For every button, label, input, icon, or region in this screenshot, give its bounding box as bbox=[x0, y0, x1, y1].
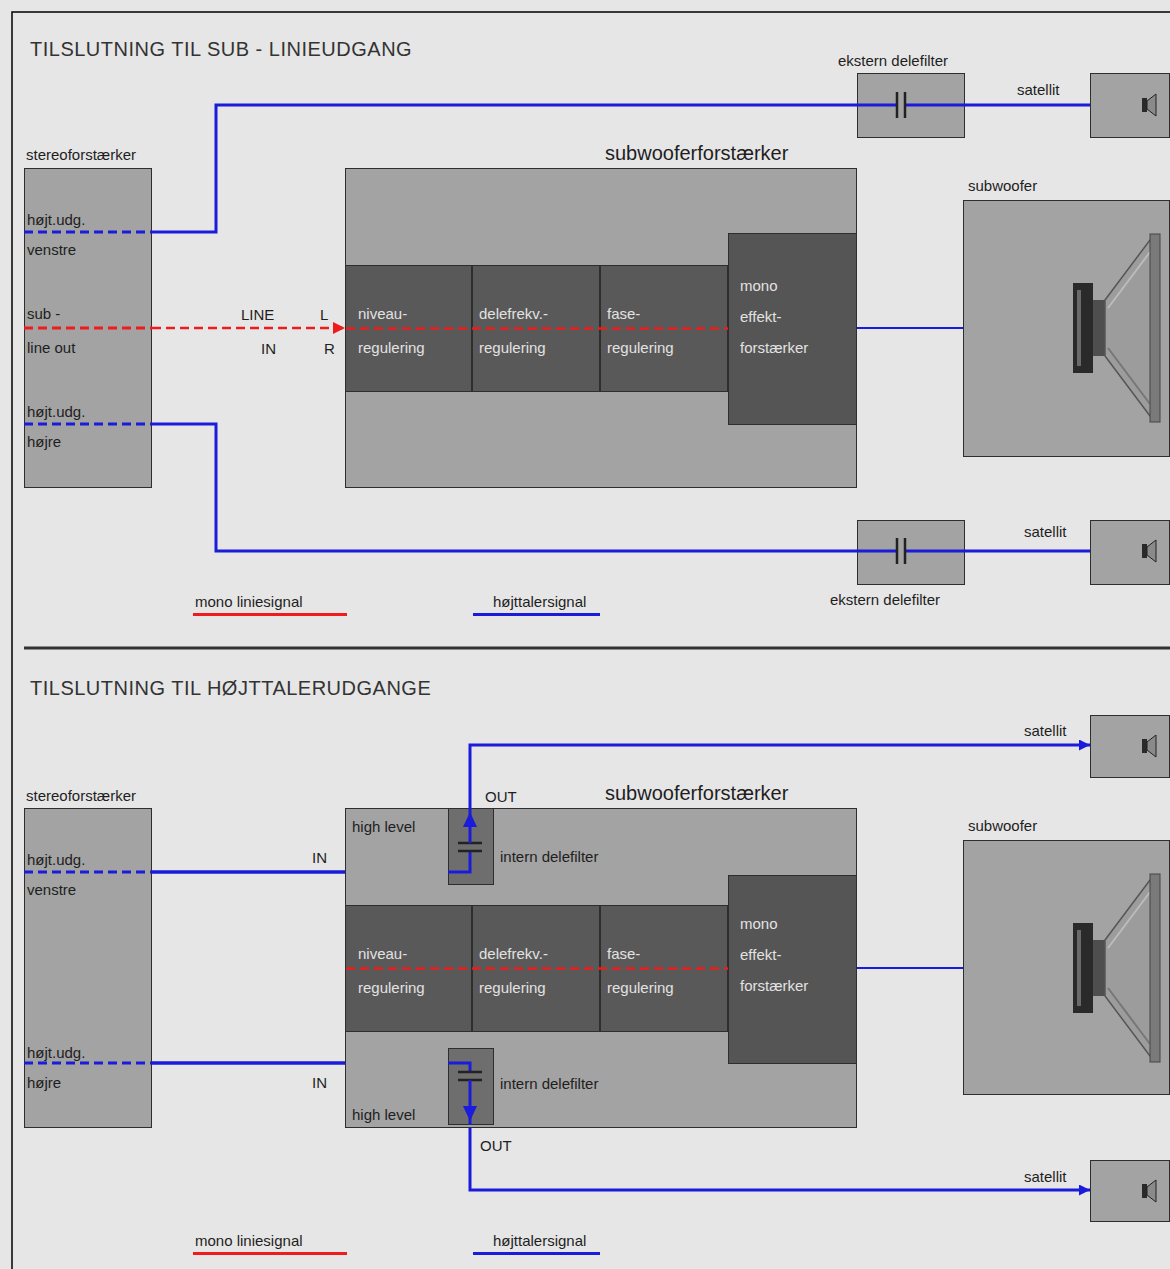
satellite-icon bbox=[1142, 735, 1156, 757]
speaker-signal-connector bbox=[965, 104, 1090, 107]
capacitor-symbol bbox=[448, 808, 482, 1125]
speaker-signal-connector bbox=[857, 967, 963, 969]
filter-box: ekstern delefilter bbox=[857, 520, 965, 585]
box-label: sub - line out bbox=[27, 297, 81, 365]
legend-swatch bbox=[193, 613, 347, 616]
subwoofer-box: subwoofer bbox=[963, 200, 1170, 457]
speaker-box: satellit bbox=[1090, 73, 1170, 138]
amplifier-block: mono effekt- forstærker bbox=[728, 875, 857, 1064]
signal-label: IN bbox=[312, 1073, 327, 1092]
box-label: stereoforstærker bbox=[26, 785, 136, 807]
control-block: niveau- regulering bbox=[345, 905, 472, 1032]
amplifier-box: subwooferforstærkerintern delefilternive… bbox=[345, 808, 857, 1128]
filter-box: ekstern delefilter bbox=[857, 73, 965, 138]
signal-label: OUT bbox=[480, 1136, 512, 1155]
diagram-title: TILSLUTNING TIL SUB - LINIEUDGANG bbox=[30, 38, 412, 61]
legend-text: højttalersignal bbox=[493, 592, 586, 612]
box-label: mono effekt- forstærker bbox=[740, 270, 814, 363]
box-label: satellit bbox=[1024, 1167, 1067, 1187]
legend-swatch bbox=[473, 613, 600, 616]
speaker-signal-connector bbox=[857, 327, 963, 329]
box-label: fase- regulering bbox=[607, 297, 697, 365]
speaker-signal-connector bbox=[470, 745, 1090, 808]
control-block: delefrekv.- regulering bbox=[472, 905, 600, 1032]
box-label: ekstern delefilter bbox=[830, 590, 940, 610]
box-label: højt.udg. venstre bbox=[27, 845, 93, 905]
speaker-signal-connector bbox=[965, 550, 1090, 553]
speaker-box: satellit bbox=[1090, 520, 1170, 585]
box-label: satellit bbox=[1024, 522, 1067, 542]
filter-box: intern delefilter bbox=[448, 1048, 494, 1125]
satellite-icon bbox=[1142, 540, 1156, 562]
signal-label: high level bbox=[352, 1105, 415, 1124]
signal-label: R bbox=[324, 339, 335, 358]
legend-swatch bbox=[193, 1252, 347, 1255]
divider bbox=[24, 647, 1170, 650]
box-label: subwooferforstærker bbox=[605, 782, 788, 805]
speaker-signal-connector bbox=[152, 1032, 352, 1063]
amplifier-block: mono effekt- forstærker bbox=[728, 233, 857, 425]
signal-label: IN bbox=[312, 848, 327, 867]
subwoofer-speaker bbox=[1073, 874, 1160, 1062]
box-label: højt.udg. venstre bbox=[27, 205, 93, 265]
box-label: niveau- regulering bbox=[358, 297, 448, 365]
box-label: højt.udg. højre bbox=[27, 397, 93, 457]
speaker-box: satellit bbox=[1090, 715, 1170, 778]
amplifier-box: stereoforstærkerhøjt.udg. venstrehøjt.ud… bbox=[24, 808, 152, 1128]
legend-text: højttalersignal bbox=[493, 1231, 586, 1251]
legend-text: mono liniesignal bbox=[195, 592, 303, 612]
speaker-signal-connector bbox=[470, 1125, 1090, 1190]
filter-box: intern delefilter bbox=[448, 808, 494, 885]
control-block: niveau- regulering bbox=[345, 265, 472, 392]
box-label: ekstern delefilter bbox=[838, 51, 948, 71]
control-block: fase- regulering bbox=[600, 265, 728, 392]
control-block: delefrekv.- regulering bbox=[472, 265, 600, 392]
capacitor-symbol bbox=[857, 92, 965, 564]
satellite-icon bbox=[1142, 1180, 1156, 1202]
box-label: delefrekv.- regulering bbox=[479, 937, 569, 1005]
signal-label: LINE bbox=[241, 305, 274, 324]
amplifier-box: stereoforstærkerhøjt.udg. venstresub - l… bbox=[24, 168, 152, 488]
box-label: mono effekt- forstærker bbox=[740, 908, 814, 1001]
box-label: satellit bbox=[1024, 721, 1067, 741]
box-label: delefrekv.- regulering bbox=[479, 297, 569, 365]
speaker-box: satellit bbox=[1090, 1160, 1170, 1222]
box-label: satellit bbox=[1017, 80, 1060, 100]
speaker-signal-connector bbox=[152, 872, 352, 905]
box-label: subwoofer bbox=[968, 176, 1037, 196]
line-signal-connector bbox=[152, 327, 345, 330]
section-heading: TILSLUTNING TIL HØJTTALERUDGANGE bbox=[30, 676, 431, 700]
box-label: subwoofer bbox=[968, 816, 1037, 836]
amplifier-box: subwooferforstærkerniveau- reguleringdel… bbox=[345, 168, 857, 488]
box-label: fase- regulering bbox=[607, 937, 697, 1005]
box-label: intern delefilter bbox=[500, 1074, 598, 1094]
signal-label: IN bbox=[261, 339, 276, 358]
legend-text: mono liniesignal bbox=[195, 1231, 303, 1251]
signal-path bbox=[346, 329, 728, 969]
satellite-icon bbox=[1142, 94, 1156, 116]
box-label: niveau- regulering bbox=[358, 937, 448, 1005]
frame bbox=[12, 12, 1170, 1269]
signal-label: high level bbox=[352, 817, 415, 836]
box-label: stereoforstærker bbox=[26, 144, 136, 166]
subwoofer-speaker bbox=[1073, 234, 1160, 422]
signal-label: OUT bbox=[485, 787, 517, 806]
subwoofer-box: subwoofer bbox=[963, 840, 1170, 1095]
box-label: intern delefilter bbox=[500, 847, 598, 867]
terminal-lines bbox=[24, 232, 152, 1063]
signal-label: L bbox=[320, 305, 328, 324]
box-label: subwooferforstærker bbox=[605, 142, 788, 165]
legend-swatch bbox=[473, 1252, 600, 1255]
control-block: fase- regulering bbox=[600, 905, 728, 1032]
box-label: højt.udg. højre bbox=[27, 1038, 93, 1098]
